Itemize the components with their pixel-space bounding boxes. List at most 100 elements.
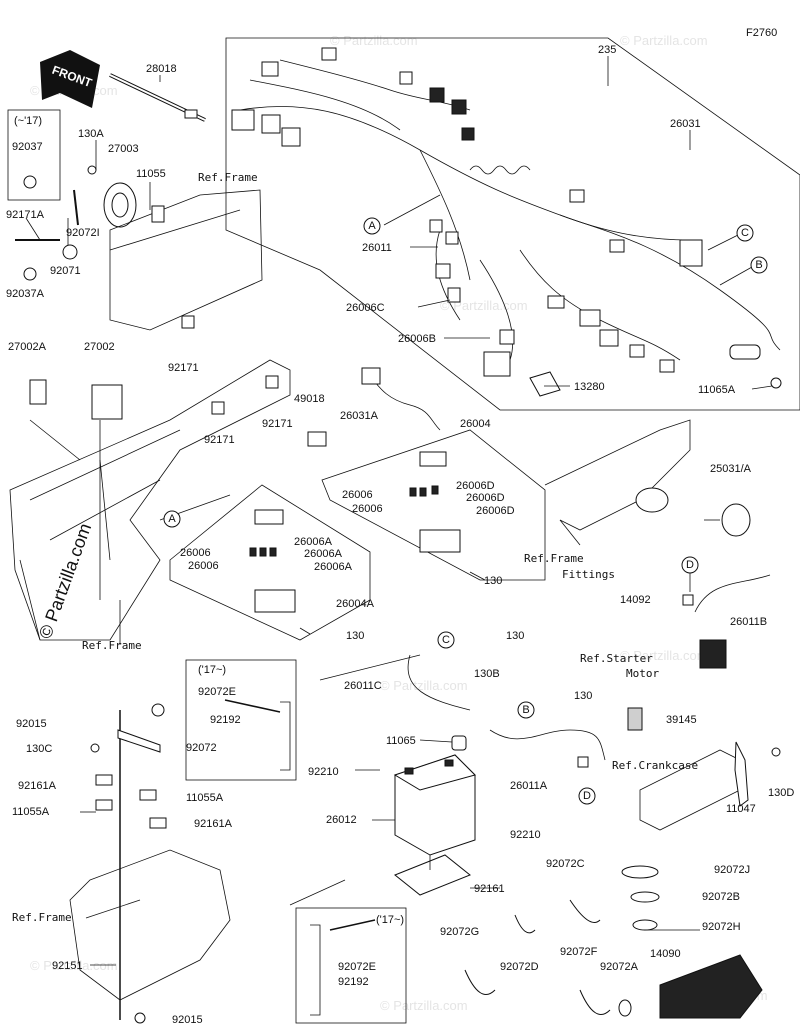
label-130D: 130D (768, 787, 794, 799)
side-watermark: © Partzilla.com (35, 521, 95, 642)
svg-text:B: B (522, 704, 529, 716)
clip-92161A-a (95, 774, 113, 786)
harness-connector-5 (451, 99, 467, 115)
harness-connector-6 (461, 127, 475, 141)
label-130-c: 130 (506, 630, 524, 642)
ref-starter-2: Motor (626, 667, 659, 680)
bolt-130C (90, 743, 100, 753)
label-26012: 26012 (326, 814, 357, 826)
part-labels: 235 26031 28018 27003 130A 11055 92037 9… (6, 44, 794, 1026)
cable-26011C (407, 654, 471, 711)
fuse-cover-26004A (254, 509, 284, 525)
label-92072D: 92072D (500, 961, 539, 973)
label-26006-a: 26006 (342, 489, 373, 501)
label-130-a: 130 (484, 575, 502, 587)
clamp-92072A (618, 999, 632, 1017)
label-130C: 130C (26, 743, 52, 755)
label-92015-a: 92015 (16, 718, 47, 730)
sub-harness-26031A (369, 374, 441, 431)
label-27003: 27003 (108, 143, 139, 155)
clamp-92072G (464, 969, 496, 995)
fusebox-26004A (254, 589, 296, 613)
harness-connector-2 (261, 114, 281, 134)
year-box-from-17-b (295, 907, 407, 1024)
label-26006D-2: 26006D (466, 492, 505, 504)
label-11055: 11055 (136, 168, 166, 180)
label-26006B: 26006B (398, 333, 436, 345)
label-26006-b: 26006 (352, 503, 383, 515)
part-92072I (73, 189, 79, 226)
clip-11055A-b (139, 789, 157, 801)
label-92210-a: 92210 (308, 766, 339, 778)
label-92072I: 92072I (66, 227, 100, 239)
clip-11055A-a (95, 799, 113, 811)
cover-14090 (659, 954, 763, 1019)
watermark-8: © Partzilla.com (380, 998, 468, 1013)
front-arrow: FRONT (40, 50, 100, 108)
clamp-92072B (630, 891, 660, 903)
harness-connector-9 (399, 71, 413, 85)
harness-connector-19 (729, 344, 761, 360)
label-130-d: 130 (574, 690, 592, 702)
label-92171-c: 92171 (204, 434, 235, 446)
frame-middle (9, 359, 291, 641)
battery-26012 (393, 754, 476, 856)
label-26006D-1: 26006D (456, 480, 495, 492)
label-14092: 14092 (620, 594, 651, 606)
label-26006A-2: 26006A (304, 548, 343, 560)
leader-lines-lower (29, 419, 720, 966)
fusebox-26004A-group (169, 484, 371, 641)
main-wiring-harness (231, 47, 782, 397)
bolt-130A (87, 165, 97, 175)
ref-frame-mid: Ref.Frame (82, 639, 142, 652)
part-49018 (307, 431, 327, 447)
label-26031: 26031 (670, 118, 701, 130)
ref-frame-top: Ref.Frame (198, 171, 258, 184)
label-13280: 13280 (574, 381, 605, 393)
bracket-13280 (529, 371, 561, 397)
year-box-from-17-a (185, 659, 297, 781)
label-26011C: 26011C (344, 680, 382, 692)
label-92161A-2: 92161A (194, 818, 233, 830)
label-26011: 26011 (362, 242, 392, 254)
frame-fittings (544, 419, 691, 531)
harness-connector-12 (609, 239, 625, 253)
clamp-92072J (621, 865, 659, 879)
starter-motor (699, 639, 727, 669)
harness-box (225, 37, 800, 411)
fuse-cover-26004 (419, 451, 447, 467)
label-92072J: 92072J (714, 864, 750, 876)
label-26006-d: 26006 (188, 560, 219, 572)
label-11055A-2: 11055A (186, 792, 224, 804)
harness-connector-18 (659, 359, 675, 373)
label-92171-a: 92171 (168, 362, 199, 374)
callout-c-1: C (736, 224, 754, 242)
ref-starter-1: Ref.Starter (580, 652, 653, 665)
label-130B: 130B (474, 668, 500, 680)
year-note-to-17: (~'17) (14, 115, 42, 127)
harness-connector-7 (261, 61, 279, 77)
harness-connector-15 (579, 309, 601, 327)
label-27002A: 27002A (8, 341, 47, 353)
harness-connector-16 (599, 329, 619, 347)
watermark-6: © Partzilla.com (380, 678, 468, 693)
harness-connector-8 (321, 47, 337, 61)
frame-bottom (69, 849, 231, 1001)
label-92037A: 92037A (6, 288, 45, 300)
label-92072G: 92072G (440, 926, 479, 938)
harness-connector-13 (429, 219, 443, 233)
fastener-92037A (23, 267, 37, 281)
label-92072A: 92072A (600, 961, 639, 973)
harness-connector-20 (547, 295, 565, 309)
leader-lines (25, 56, 773, 390)
cable-26011A (489, 729, 606, 761)
label-26031A: 26031A (340, 410, 379, 422)
bolt-92015-b (134, 1012, 146, 1024)
label-26011A: 26011A (510, 780, 548, 792)
nut-92015-a (151, 703, 165, 717)
label-25031A: 25031/A (710, 463, 752, 475)
watermark-5: © Partzilla.com (620, 648, 708, 663)
label-26006C: 26006C (346, 302, 385, 314)
label-27002: 27002 (84, 341, 115, 353)
